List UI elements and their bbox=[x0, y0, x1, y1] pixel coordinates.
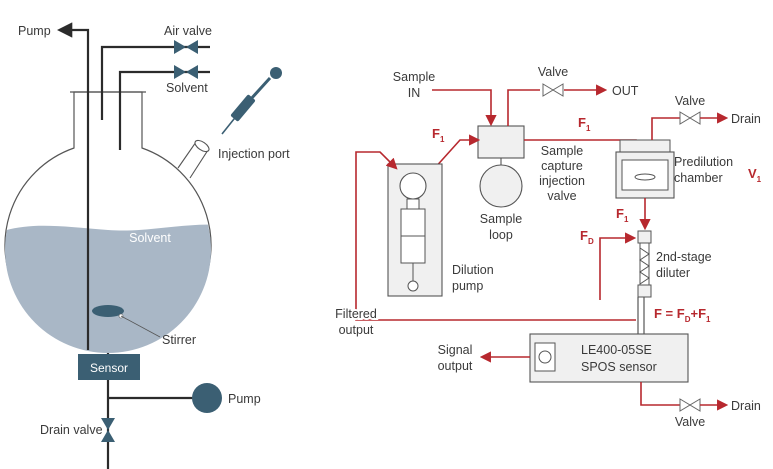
sample-in-label-1: Sample bbox=[393, 70, 435, 84]
flask-system: Solvent Pump Air valve Solvent Injection… bbox=[4, 22, 290, 469]
fd-label: FD bbox=[580, 228, 594, 246]
drain-valve-icon[interactable] bbox=[101, 418, 115, 442]
syringe-icon[interactable] bbox=[221, 67, 282, 135]
pump-tube bbox=[56, 22, 90, 350]
filtered-output-line bbox=[355, 151, 636, 321]
pump-bottom-icon[interactable] bbox=[192, 383, 222, 413]
valve-top-icon[interactable] bbox=[542, 83, 564, 97]
sample-in-label-2: IN bbox=[408, 86, 421, 100]
dilution-schematic: Sample IN Valve OUT Sample loop Sample c… bbox=[333, 65, 762, 429]
predilution-label-1: Predilution bbox=[674, 155, 733, 169]
air-valve-icon[interactable] bbox=[174, 40, 198, 54]
second-stage-diluter bbox=[637, 230, 652, 334]
valve-bottom-icon[interactable] bbox=[679, 398, 701, 412]
predilution-stirrer bbox=[634, 173, 656, 181]
stirrer-leader bbox=[120, 315, 161, 338]
drain-valve-label: Drain valve bbox=[40, 423, 103, 437]
valve-right-label: Valve bbox=[675, 94, 705, 108]
filtered-output-label-1: Filtered bbox=[335, 307, 377, 321]
injection-port-arm bbox=[177, 139, 210, 179]
sample-capture-valve-box bbox=[477, 125, 525, 159]
sample-loop-label-2: loop bbox=[489, 228, 513, 242]
signal-output-label-1: Signal bbox=[438, 343, 473, 357]
sample-capture-label-2: capture bbox=[541, 159, 583, 173]
solvent-liquid-label: Solvent bbox=[129, 231, 171, 245]
valve-right-icon[interactable] bbox=[679, 111, 701, 125]
injection-port-label: Injection port bbox=[218, 147, 290, 161]
predilution-label-2: chamber bbox=[674, 171, 723, 185]
predilution-cap bbox=[619, 139, 671, 153]
out-label: OUT bbox=[612, 84, 639, 98]
fd-line bbox=[599, 232, 637, 300]
f1-a-label: F1 bbox=[432, 126, 445, 144]
f1-c-label: F1 bbox=[616, 206, 629, 224]
spos-sensor-lens bbox=[538, 350, 552, 364]
valve-bottom-label: Valve bbox=[675, 415, 705, 429]
sample-capture-label-1: Sample bbox=[541, 144, 583, 158]
spos-sensor-box bbox=[529, 333, 689, 383]
stirrer-label: Stirrer bbox=[162, 333, 196, 347]
f1-b-label: F1 bbox=[578, 115, 591, 133]
valve-top-line-a bbox=[507, 89, 540, 126]
drain-bottom-label: Drain bbox=[731, 399, 761, 413]
dilution-pump-icon bbox=[399, 172, 427, 292]
second-stage-label-1: 2nd-stage bbox=[656, 250, 712, 264]
drain-top-label: Drain bbox=[731, 112, 761, 126]
signal-output-label-2: output bbox=[438, 359, 473, 373]
dilution-pump-label-2: pump bbox=[452, 279, 483, 293]
formula-label: F = FD+F1 bbox=[654, 306, 711, 324]
drain-top-line-a bbox=[651, 117, 680, 140]
left-sensor-label: Sensor bbox=[90, 361, 128, 375]
dilution-pump-label-1: Dilution bbox=[452, 263, 494, 277]
stirrer-icon bbox=[92, 305, 124, 317]
drain-bottom-line-a bbox=[640, 382, 680, 406]
v1-label: V1 bbox=[748, 166, 762, 184]
sensor-line-1: LE400-05SE bbox=[581, 343, 652, 357]
solvent-valve-label: Solvent bbox=[166, 81, 208, 95]
sample-loop-icon bbox=[479, 164, 523, 208]
sample-capture-label-3: injection bbox=[539, 174, 585, 188]
left-sensor-box bbox=[78, 354, 140, 380]
pump-bottom-label: Pump bbox=[228, 392, 261, 406]
sample-in-line bbox=[432, 89, 497, 127]
sample-capture-label-4: valve bbox=[547, 189, 576, 203]
valve-top-label: Valve bbox=[538, 65, 568, 79]
second-stage-label-2: diluter bbox=[656, 266, 690, 280]
pump-top-label: Pump bbox=[18, 24, 51, 38]
sensor-line-2: SPOS sensor bbox=[581, 360, 657, 374]
solvent-valve-icon[interactable] bbox=[174, 65, 198, 79]
filtered-output-label-2: output bbox=[339, 323, 374, 337]
air-valve-label: Air valve bbox=[164, 24, 212, 38]
sample-loop-label-1: Sample bbox=[480, 212, 522, 226]
